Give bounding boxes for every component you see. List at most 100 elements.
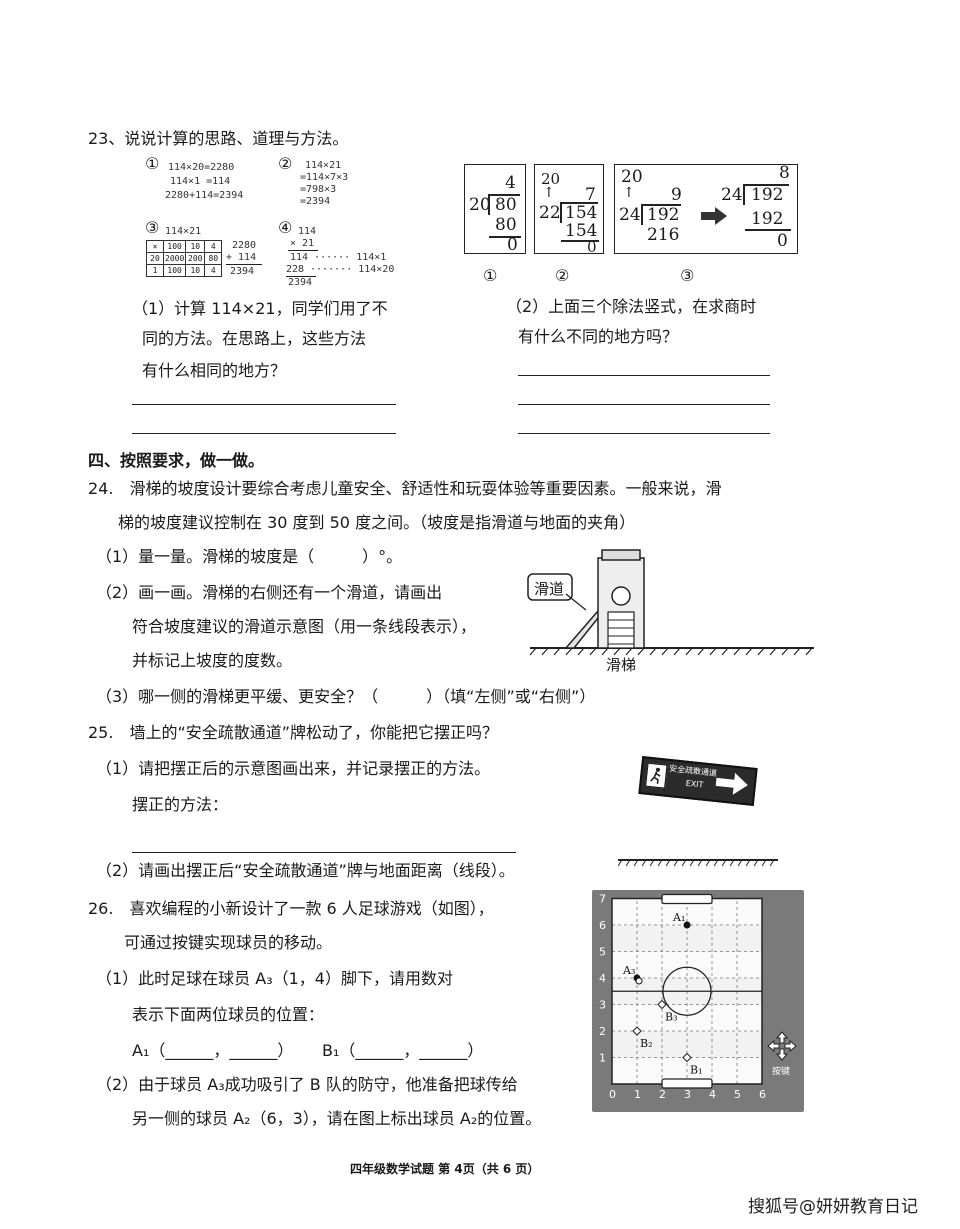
product: 216 (647, 225, 680, 245)
answer-line[interactable] (132, 433, 396, 434)
grid-cell: 2000 (162, 252, 187, 265)
answer-line[interactable] (132, 404, 396, 405)
method-3-grid: × 100 10 4 20 2000 200 80 1 100 10 4 (146, 240, 223, 277)
quotient: 9 (671, 185, 682, 205)
method-4-line: 2394 (288, 277, 313, 288)
method-2-line: =114×7×3 (300, 172, 349, 183)
player-label: A₁ (672, 911, 685, 924)
x-tick-label: 3 (684, 1088, 691, 1101)
answer-line[interactable] (132, 852, 516, 853)
grid-cell: 100 (162, 264, 187, 277)
grid-cell: 10 (185, 264, 206, 277)
product: 80 (495, 215, 517, 235)
x-tick-label: 1 (634, 1088, 641, 1101)
x-tick-label: 6 (759, 1088, 766, 1101)
q26-part2-line: （2）由于球员 A₃成功吸引了 B 队的防守，他准备把球传给 (96, 1075, 518, 1094)
division-box-2: 20 ↑ 7 22 154 154 0 (534, 164, 604, 256)
dividend: 80 (495, 195, 517, 215)
answer-line[interactable] (518, 404, 770, 405)
division-box-3: 20 ↑ 9 24 192 216 8 24 192 192 0 (614, 163, 798, 254)
x-tick-label: 4 (709, 1088, 716, 1101)
player-a-marker (683, 921, 691, 929)
y-tick-label: 5 (599, 946, 606, 959)
x-tick-label: 0 (609, 1088, 616, 1101)
wall-ground-line (618, 859, 778, 867)
product: 154 (565, 221, 598, 241)
q26-part1-line: 表示下面两位球员的位置： (132, 1005, 325, 1024)
player-b-marker (682, 1052, 692, 1063)
method-2-line: =798×3 (300, 184, 337, 195)
dividend: 154 (565, 203, 598, 223)
y-tick-label: 6 (599, 919, 606, 932)
y-tick-label: 1 (599, 1052, 606, 1065)
grid-cell: 200 (185, 252, 206, 265)
b1-position[interactable]: B₁（______，______） (322, 1041, 484, 1060)
y-tick-label: 3 (599, 999, 606, 1012)
divisor: 22 (539, 203, 561, 223)
q26-text: 可通过按键实现球员的移动。 (124, 933, 333, 952)
q26-part1-line: （1）此时足球在球员 A₃（1，4）脚下，请用数对 (96, 969, 453, 988)
answer-line[interactable] (518, 433, 770, 434)
method-1-line: 114×1 =114 (170, 176, 231, 187)
q23-part1-line: 同的方法。在思路上，这些方法 (142, 329, 367, 348)
q23-part2-line: 有什么不同的地方吗？ (518, 327, 679, 346)
q23-title: 23、说说计算的思路、道理与方法。 (88, 129, 349, 148)
dividend: 192 (751, 185, 784, 205)
section-title: 四、按照要求，做一做。 (88, 451, 265, 470)
q26-text: 26. 喜欢编程的小新设计了一款 6 人足球游戏（如图）， (88, 899, 494, 918)
divisor: 24 (721, 185, 743, 205)
remainder: 0 (587, 238, 597, 256)
method-2-line: =2394 (300, 196, 331, 207)
x-tick-label: 2 (659, 1088, 666, 1101)
a1-position[interactable]: A₁（______，______） (132, 1041, 294, 1060)
slide-label: 滑梯 (606, 656, 637, 674)
slide-illustration (527, 549, 814, 656)
answer-line[interactable] (518, 375, 770, 376)
division-box-1: 4 20 80 80 0 (464, 164, 526, 255)
method-3-head: 114×21 (165, 226, 202, 237)
quotient: 7 (585, 185, 596, 205)
grid-cell: 4 (204, 264, 223, 277)
y-tick-label: 4 (599, 972, 606, 985)
remainder: 0 (777, 231, 788, 251)
up-arrow-icon: ↑ (623, 185, 635, 201)
player-label: B₂ (640, 1037, 653, 1050)
method-3-sum: 2394 (230, 266, 255, 277)
q24-part3: （3）哪一侧的滑梯更平缓、更安全？（ ）（填“左侧”或“右侧”） (96, 687, 596, 706)
method-4-line: 114 ······ 114×1 (290, 252, 387, 263)
watermark: 搜狐号@妍妍教育日记 (748, 1197, 918, 1217)
method-1-number: ① (145, 154, 160, 173)
divisor: 24 (619, 205, 641, 225)
top-goal (661, 893, 713, 905)
dividend: 192 (647, 205, 680, 225)
key-right-icon (784, 1039, 797, 1053)
player-b-marker (632, 1026, 642, 1036)
right-arrow-icon (701, 207, 727, 225)
q25-method-label: 摆正的方法： (132, 795, 229, 814)
q25-title: 25. 墙上的“安全疏散通道”牌松动了，你能把它摆正吗？ (88, 723, 499, 742)
q24-text: 24. 滑梯的坡度设计要综合考虑儿童安全、舒适性和玩耍体验等重要因素。一般来说，… (88, 479, 722, 498)
y-tick-label: 7 (599, 893, 606, 906)
grid-cell: 100 (162, 240, 187, 253)
method-4-number: ④ (278, 218, 293, 237)
q24-text: 梯的坡度建议控制在 30 度到 50 度之间。（坡度是指滑道与地面的夹角） (118, 513, 636, 532)
method-4-line: × 21 (290, 238, 315, 249)
division-number-1: ① (483, 266, 498, 285)
grid-cell: × (146, 240, 164, 253)
up-arrow-icon: ↑ (543, 185, 555, 201)
exit-sign: 安全疏散通道 EXIT (638, 756, 758, 806)
q25-part2: （2）请画出摆正后“安全疏散通道”牌与地面距离（线段）。 (96, 861, 515, 880)
q26-part2-line: 另一侧的球员 A₂（6，3），请在图上标出球员 A₂的位置。 (132, 1109, 542, 1128)
q24-part2-line: （2）画一画。滑梯的右侧还有一个滑道，请画出 (96, 583, 443, 602)
arrow-right-icon (715, 772, 748, 795)
grid-cell: 1 (146, 264, 164, 277)
page-footer: 四年级数学试题 第 4页（共 6 页） (350, 1162, 540, 1176)
method-3-sum: 2280 (232, 240, 257, 251)
divisor: 20 (469, 195, 491, 215)
division-number-2: ② (555, 266, 570, 285)
grid-cell: 20 (146, 252, 164, 265)
method-4-line: 228 ······· 114×20 (286, 264, 395, 275)
estimate: 20 (621, 167, 643, 187)
